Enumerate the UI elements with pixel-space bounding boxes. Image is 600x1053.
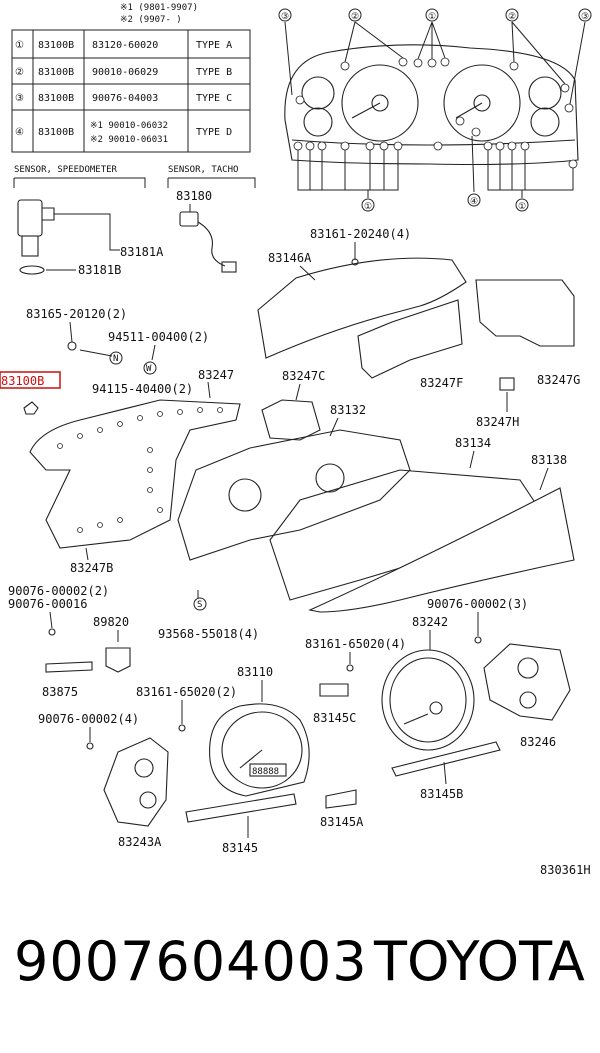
callout-90076-00002-4: 90076-00002(4) (38, 712, 139, 726)
callout-mark-1-bottom-left: ① (364, 202, 372, 212)
table-mark-4: ④ (15, 127, 24, 138)
footnote-2: ※2 (9907- ) (120, 15, 182, 25)
callout-83165-20120: 83165-20120(2) (26, 307, 127, 321)
parts-diagram: ※1 (9801-9907) ※2 (9907- ) ① 83100B 8312… (0, 3, 592, 877)
callout-83247F: 83247F (420, 376, 463, 390)
table-part-4: 83100B (38, 127, 74, 138)
table-number-2: 90010-06029 (92, 67, 158, 78)
gauge-83242 (381, 649, 475, 751)
callout-mark-3-left: ③ (281, 12, 289, 22)
callout-83161-20240: 83161-20240(4) (310, 227, 411, 241)
callout-83134: 83134 (455, 436, 491, 450)
table-number-4b: ※2 90010-06031 (90, 135, 168, 145)
highlight-box-83100B (0, 371, 61, 389)
hood-83138 (308, 487, 575, 613)
hood-83146A (257, 257, 467, 359)
marker-n: N (113, 354, 118, 364)
callout-83180: 83180 (176, 189, 212, 203)
callout-83145B: 83145B (420, 787, 463, 801)
gauge-83243A (103, 737, 169, 827)
callout-90076-00016: 90076-00016 (8, 597, 87, 611)
callout-mark-1-top: ① (428, 12, 436, 22)
callout-83246: 83246 (520, 735, 556, 749)
marker-w: W (146, 364, 152, 374)
callout-83247G: 83247G (537, 373, 580, 387)
board-83247G (475, 279, 575, 347)
table-type-2: TYPE B (196, 67, 232, 78)
callout-83181B: 83181B (78, 263, 121, 277)
table-type-1: TYPE A (196, 40, 232, 51)
table-mark-1: ① (15, 40, 24, 51)
section-speedometer-sensor: SENSOR, SPEEDOMETER (14, 165, 118, 175)
callout-83242: 83242 (412, 615, 448, 629)
table-number-3: 90076-04003 (92, 93, 158, 104)
callout-94115-40400: 94115-40400(2) (92, 382, 193, 396)
gauge-83110 (209, 703, 310, 797)
part-caption: 9007604003 TOYOTA (14, 930, 589, 1010)
callout-83247B: 83247B (70, 561, 113, 575)
table-mark-2: ② (15, 67, 24, 78)
gauge-83246 (483, 643, 571, 721)
callout-83146A: 83146A (268, 251, 312, 265)
part-number: 9007604003 (14, 930, 368, 993)
part-83145B (391, 741, 501, 777)
part-83145 (185, 793, 297, 823)
callout-83161-65020-2: 83161-65020(2) (136, 685, 237, 699)
table-part-2: 83100B (38, 67, 74, 78)
footnote-1: ※1 (9801-9907) (120, 3, 198, 13)
callout-83145A: 83145A (320, 815, 364, 829)
part-83875 (45, 661, 93, 673)
callout-93568-55018: 93568-55018(4) (158, 627, 259, 641)
board-83247B (29, 399, 241, 549)
callout-mark-4: ④ (470, 197, 478, 207)
speedo-readout: 88888 (252, 767, 279, 777)
callout-83110: 83110 (237, 665, 273, 679)
callout-mark-2-left: ② (351, 12, 359, 22)
case-83132 (177, 429, 411, 561)
marker-s: S (197, 600, 202, 610)
drawing-code: 830361H (540, 863, 591, 877)
variant-table: ① 83100B 83120-60020 TYPE A ② 83100B 900… (11, 29, 251, 153)
brand-name: TOYOTA (374, 930, 585, 993)
speedometer-sensor (17, 199, 120, 275)
callout-83145: 83145 (222, 841, 258, 855)
callout-90076-00002-2: 90076-00002(2) (8, 584, 109, 598)
board-83247F (357, 299, 463, 379)
callout-83100B-highlighted: 83100B (1, 374, 44, 388)
callout-mark-2-right: ② (508, 12, 516, 22)
callout-mark-1-bottom-right: ① (518, 202, 526, 212)
callout-83138: 83138 (531, 453, 567, 467)
callout-83181A: 83181A (120, 245, 164, 259)
table-type-3: TYPE C (196, 93, 232, 104)
callout-90076-00002-3: 90076-00002(3) (427, 597, 528, 611)
table-part-3: 83100B (38, 93, 74, 104)
section-tacho-sensor: SENSOR, TACHO (168, 165, 238, 175)
table-part-1: 83100B (38, 40, 74, 51)
callout-83132: 83132 (330, 403, 366, 417)
callout-83247C: 83247C (282, 369, 325, 383)
callout-89820: 89820 (93, 615, 129, 629)
part-83145A (325, 789, 357, 809)
table-type-4: TYPE D (196, 127, 232, 138)
tacho-sensor (179, 204, 237, 273)
table-mark-3: ③ (15, 93, 24, 104)
part-89820 (105, 647, 131, 673)
callout-83247H: 83247H (476, 415, 519, 429)
table-number-1: 83120-60020 (92, 40, 158, 51)
board-83247C (261, 399, 321, 441)
callout-83243A: 83243A (118, 835, 162, 849)
callout-mark-3-right: ③ (581, 12, 589, 22)
cluster-back-view: ③ ② ① ② ③ ① ④ ① (278, 8, 592, 212)
table-number-4a: ※1 90010-06032 (90, 121, 168, 131)
callout-83145C: 83145C (313, 711, 356, 725)
callout-83161-65020-4: 83161-65020(4) (305, 637, 406, 651)
part-83145C (319, 683, 349, 697)
callout-83875: 83875 (42, 685, 78, 699)
callout-83247: 83247 (198, 368, 234, 382)
callout-94511-00400: 94511-00400(2) (108, 330, 209, 344)
